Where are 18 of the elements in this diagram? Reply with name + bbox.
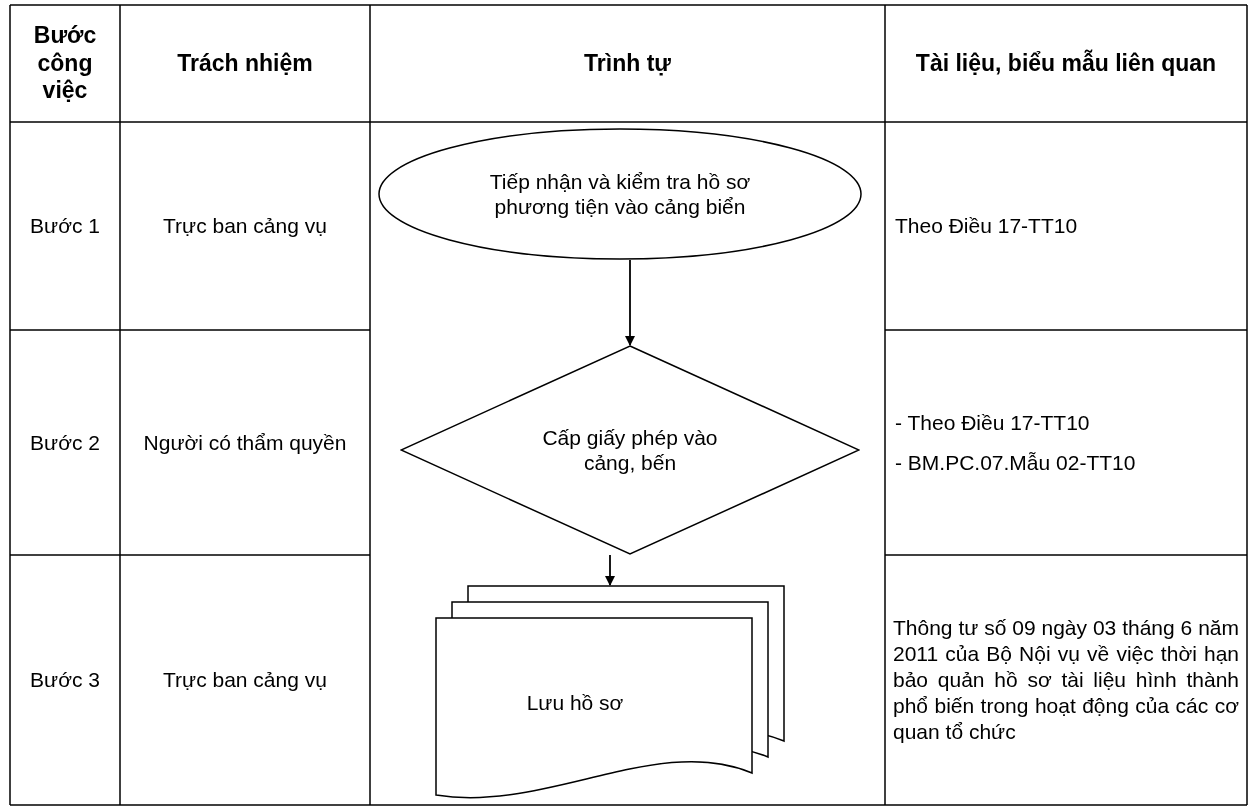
reference-text: - BM.PC.07.Mẫu 02-TT10 bbox=[895, 449, 1137, 475]
arrow bbox=[625, 259, 635, 346]
role-label: Trực ban cảng vụ bbox=[162, 667, 328, 693]
step-label: Bước 1 bbox=[29, 213, 101, 239]
reference-text: - Theo Điều 17-TT10 bbox=[895, 410, 1091, 436]
column-header: Trách nhiệm bbox=[176, 49, 314, 78]
reference-text: Theo Điều 17-TT10 bbox=[895, 213, 1079, 239]
column-header: Bước công việc bbox=[32, 22, 98, 105]
arrow bbox=[605, 554, 615, 586]
role-label: Người có thẩm quyền bbox=[142, 429, 348, 456]
column-header: Tài liệu, biểu mẫu liên quan bbox=[914, 49, 1218, 78]
decision-diamond: Cấp giấy phép vào cảng, bến bbox=[400, 345, 860, 555]
start-ellipse: Tiếp nhận và kiểm tra hồ sơ phương tiện vào cảng biển bbox=[378, 128, 862, 260]
step-label: Bước 3 bbox=[29, 667, 101, 693]
role-label: Trực ban cảng vụ bbox=[162, 213, 328, 239]
step-label: Bước 2 bbox=[29, 429, 101, 456]
column-header: Trình tự bbox=[583, 49, 672, 78]
reference-text: Thông tư số 09 ngày 03 tháng 6 năm 2011 của Bộ Nội vụ về việc thời hạn bảo quản hồ sơ tài liệu hình thành phổ biến trong hoạt động của các cơ quan tổ chức bbox=[893, 614, 1239, 746]
